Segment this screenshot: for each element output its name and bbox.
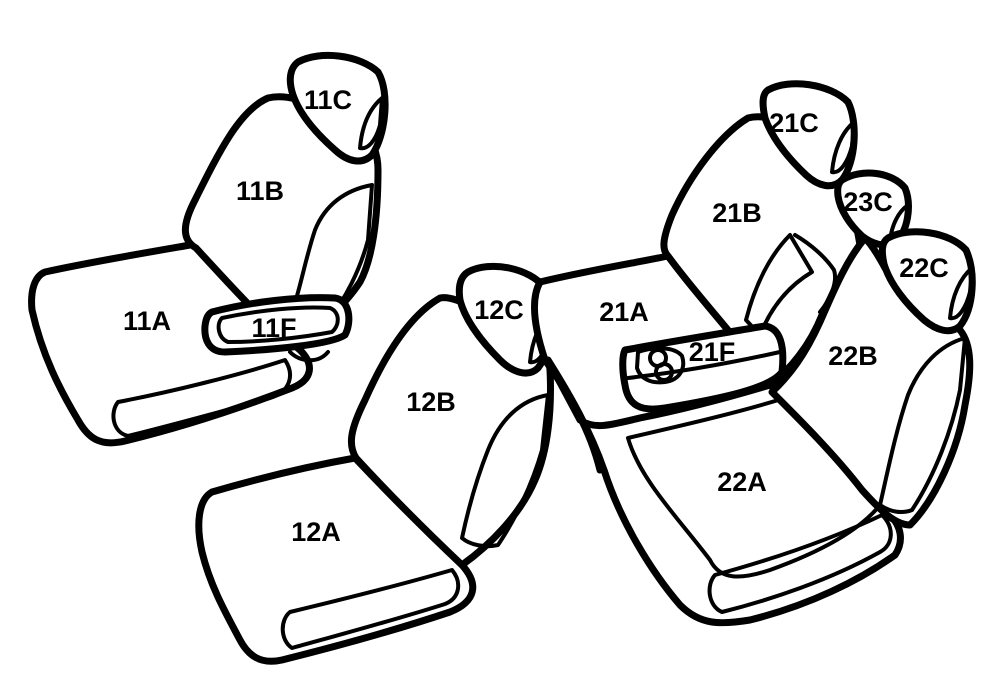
label-23c: 23C	[843, 187, 893, 217]
seat-seam-11c	[358, 96, 384, 151]
label-22c: 22C	[899, 253, 949, 283]
label-11c: 11C	[304, 85, 352, 115]
front-right-seat	[195, 262, 555, 665]
cupholder-outline	[635, 346, 686, 385]
seat-seam-21c	[830, 120, 856, 175]
label-21b: 21B	[712, 198, 762, 228]
seat-seam-11f	[216, 305, 340, 344]
label-21f: 21F	[689, 337, 736, 367]
rear-bench-seat	[531, 80, 976, 627]
cupholder-ring-2	[654, 362, 674, 382]
seat-part-21c[interactable]	[759, 80, 858, 190]
label-12b: 12B	[406, 387, 456, 417]
seat-part-12c[interactable]	[455, 262, 555, 377]
seat-seam-11f-base	[288, 350, 330, 363]
seat-seam-21f	[626, 350, 782, 380]
part-labels: 11C 11B 11A 11F 12C 12B 12A 21C 23C 22C …	[123, 85, 949, 547]
seat-seam-22b	[878, 336, 967, 515]
seat-seam-12a	[280, 568, 461, 650]
label-11a: 11A	[123, 306, 171, 336]
label-21a: 21A	[599, 297, 649, 327]
label-21c: 21C	[769, 108, 819, 138]
seat-seam-22c	[948, 266, 974, 321]
label-11f: 11F	[251, 313, 296, 343]
label-22b: 22B	[828, 341, 878, 371]
label-12c: 12C	[474, 295, 524, 325]
front-left-seat	[28, 51, 389, 447]
seat-seam-22a	[707, 513, 893, 614]
label-22a: 22A	[717, 467, 767, 497]
seat-seam-21a-cushion	[626, 396, 882, 579]
label-11b: 11B	[236, 176, 284, 206]
seat-seam-12b	[460, 393, 550, 549]
seat-seam-11a	[111, 358, 292, 438]
seat-part-11f[interactable]	[201, 294, 353, 356]
label-12a: 12A	[291, 517, 341, 547]
